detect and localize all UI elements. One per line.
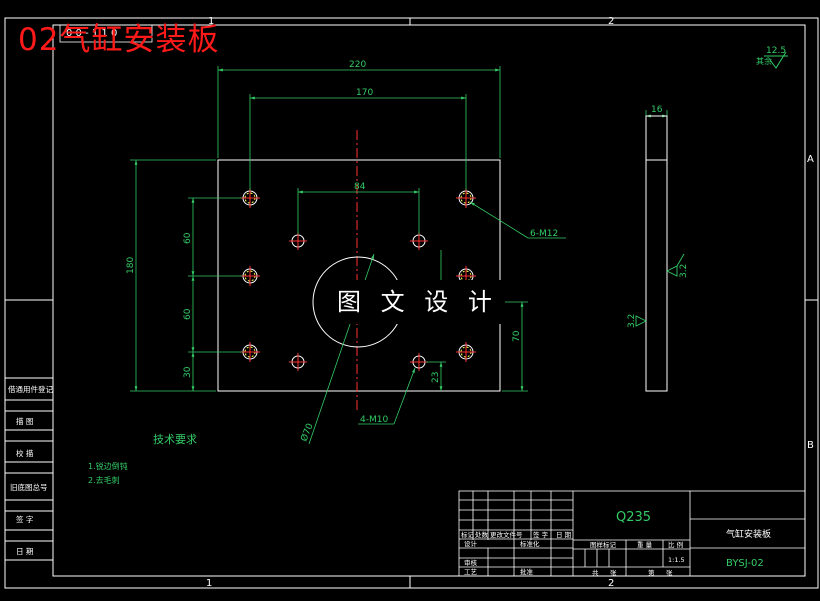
m10-hole [289,353,307,371]
grid-label-side-a: A [807,154,814,165]
roughness-value-left: 3.2 [627,314,637,328]
tb-scale-label: 比 例 [668,540,683,549]
roughness-value-top: 12.5 [766,46,786,56]
front-view-plate [217,159,501,392]
tb-header: 日 期 [556,531,572,539]
roughness-note-top: 其余 [756,56,772,66]
tb-sheet-unit-2: 张 [666,568,673,577]
tb-sheets-total: 共 [592,568,599,577]
left-strip-label: 描 图 [16,416,33,426]
tb-scale: 1:1.5 [668,556,685,564]
left-strip-label: 日 期 [16,547,33,556]
top-left-tag: 0 0 - 1 1 0 [66,28,117,39]
left-strip-label: 校 描 [16,448,34,458]
tb-drawing-no: BYSJ-02 [726,558,764,569]
tb-stage-mark: 图样标记 [590,540,617,549]
dim-60-top: 60 [183,232,193,244]
roughness-value-right: 3.2 [679,264,689,278]
tb-header: 更改文件号 [490,530,523,539]
m12-hole [240,342,260,362]
tb-header: 签 字 [533,530,549,539]
tb-row-design: 设计 [464,539,478,548]
m12-holes [240,188,476,362]
tb-sheet-unit-1: 张 [610,568,617,577]
dim-60-bottom: 60 [183,308,193,320]
dimension-texts: 220 170 84 180 60 60 30 70 23 16 Ø70 6-M… [126,60,663,443]
dim-84: 84 [354,182,366,192]
tb-header: 标记 [461,530,475,539]
tb-part-name: 气缸安装板 [726,528,771,540]
m10-hole [410,232,428,250]
top-left-tag-box [59,24,153,43]
grid-label-bottom-2: 2 [608,578,614,589]
left-strip-label: 借通用件登记 [8,384,53,394]
grid-label-bottom-1: 1 [206,578,212,589]
left-strip [4,377,54,561]
grid-label-side-b: B [807,440,814,451]
roughness-symbol-right [666,253,685,277]
callout-4-m10: 4-M10 [360,415,388,425]
side-view [645,115,668,392]
m12-hole [240,188,260,208]
left-strip-label: 旧底图总号 [10,482,48,492]
m12-hole [456,188,476,208]
tb-row-review: 审核 [464,558,478,567]
roughness-symbol-top [764,51,788,69]
tb-material: Q235 [616,510,651,525]
dimension-lines [130,66,668,445]
grid-label-top-1: 1 [208,16,214,27]
drawing-title: 02气缸安装板 [18,22,220,58]
title-block-texts: 标记 处数 更改文件号 签 字 日 期 设计 标准化 审核 工艺 批准 图样标记… [461,530,685,577]
tb-weight: 重 量 [637,541,653,549]
m12-hole [456,342,476,362]
grid-label-top-2: 2 [608,16,614,27]
notes-heading: 技术要求 [153,433,197,446]
m10-hole [289,232,307,250]
tb-row-standard: 标准化 [520,539,540,548]
m10-hole [410,353,428,371]
watermark: 图 文 设 计 [330,280,505,324]
notes-line-1: 1.锐边倒钝 [88,461,128,471]
notes-line-2: 2.去毛刺 [88,475,120,485]
title-block [458,490,806,577]
roughness-symbol-left [635,315,647,327]
tb-header: 处数 [475,530,489,539]
left-strip-labels: 借通用件登记 描 图 校 描 旧底图总号 签 字 日 期 [8,384,53,556]
m10-holes [289,232,428,371]
m12-hole [240,266,260,286]
tb-row-approve: 批准 [520,567,534,576]
dim-23: 23 [431,372,441,383]
dim-220: 220 [349,60,366,70]
dim-170: 170 [356,88,373,98]
drawing-frame [4,17,819,589]
dim-30: 30 [183,366,193,378]
tb-sheet-no: 第 [648,568,655,577]
dim-180: 180 [126,257,136,274]
dim-70: 70 [512,330,522,342]
dim-16: 16 [651,105,663,115]
tb-row-process: 工艺 [464,568,478,576]
left-strip-label: 签 字 [16,514,33,524]
callout-6-m12: 6-M12 [530,229,558,239]
